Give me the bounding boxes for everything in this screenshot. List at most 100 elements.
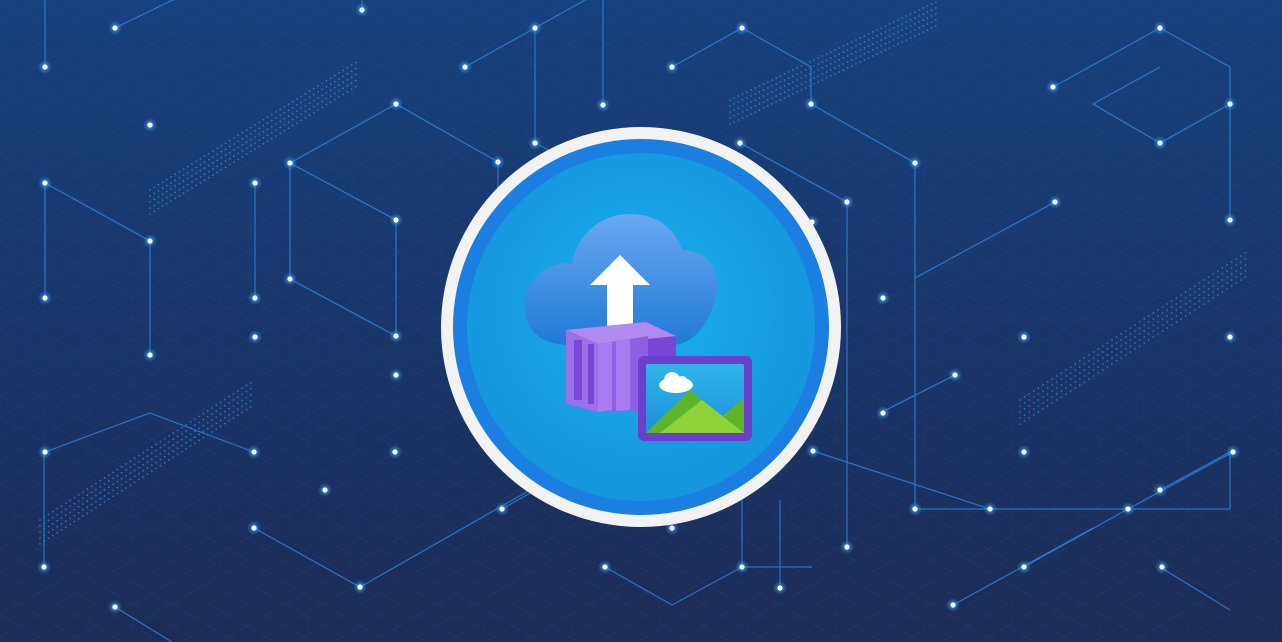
band-dot [69, 499, 71, 502]
band-dot [1037, 387, 1040, 389]
band-dot [1216, 282, 1219, 284]
band-dot [262, 118, 265, 121]
band-dot [279, 126, 282, 129]
band-dot [312, 87, 315, 90]
band-dot [73, 520, 76, 523]
band-dot [39, 543, 41, 545]
grid-line [0, 438, 351, 642]
band-dot [215, 428, 218, 431]
grid-line [0, 153, 845, 642]
band-dot [741, 117, 744, 119]
band-dot [1170, 318, 1173, 320]
band-dot [779, 93, 782, 95]
band-dot [354, 73, 357, 76]
band-dot [270, 113, 273, 116]
grid-line [903, 422, 1282, 642]
band-dot [1046, 381, 1049, 383]
band-dot [846, 49, 849, 51]
band-dot [750, 107, 752, 109]
band-dot [300, 95, 303, 98]
band-dot [107, 498, 110, 501]
band-dot [161, 205, 164, 208]
band-dot [850, 41, 853, 43]
band-dot [287, 127, 290, 130]
band-dot [153, 186, 156, 189]
band-dot [1097, 354, 1100, 356]
band-dot [754, 93, 757, 95]
band-dot [224, 398, 226, 401]
grid-line [0, 285, 617, 642]
band-dot [1184, 309, 1187, 311]
band-dot [241, 405, 244, 408]
band-dot [825, 65, 828, 67]
band-dot [228, 157, 231, 160]
band-dot [185, 441, 188, 444]
band-dot [1106, 354, 1109, 356]
band-dot [193, 424, 196, 427]
band-dot [1055, 399, 1058, 401]
band-dot [216, 159, 219, 162]
band-dot [219, 413, 222, 416]
band-dot [155, 461, 158, 464]
band-dot [1106, 360, 1109, 362]
band-dot [236, 414, 239, 417]
band-dot [228, 419, 231, 422]
band-dot [1212, 279, 1215, 281]
band-dot [913, 11, 916, 13]
band-dot [834, 67, 836, 69]
circuit-node [844, 199, 850, 205]
band-dot [863, 41, 866, 43]
band-dot [215, 404, 218, 407]
band-dot [120, 471, 123, 474]
band-dot [216, 165, 219, 168]
band-dot [1111, 351, 1113, 353]
circuit-node [393, 101, 399, 107]
band-dot [762, 101, 765, 103]
band-dot [859, 61, 862, 63]
band-dot [275, 123, 277, 125]
band-dot [834, 55, 836, 57]
band-dot [930, 15, 933, 17]
band-dot [733, 121, 736, 123]
band-dot [86, 506, 89, 509]
band-dot [884, 31, 887, 33]
band-dot [157, 195, 160, 198]
band-dot [1134, 336, 1136, 338]
grid-line [865, 400, 1282, 642]
band-dot [1166, 321, 1169, 323]
band-dot [918, 27, 920, 29]
band-dot [338, 90, 340, 92]
band-dot [219, 407, 222, 410]
circuit-node [42, 64, 48, 70]
band-dot [846, 55, 849, 57]
band-dot [1180, 300, 1182, 302]
band-dot [195, 166, 198, 169]
band-dot [165, 184, 168, 187]
band-dot [1189, 288, 1192, 290]
band-dot [168, 435, 170, 437]
band-dot [212, 156, 214, 158]
band-dot [39, 531, 41, 533]
band-dot [1055, 381, 1058, 383]
band-dot [846, 67, 849, 69]
band-dot [766, 81, 769, 83]
band-dot [1101, 345, 1104, 347]
band-dot [90, 497, 93, 500]
upload-arrow-icon [590, 255, 650, 330]
circuit-node [495, 159, 501, 165]
band-dot [918, 15, 920, 17]
band-dot [300, 101, 303, 104]
band-dot [333, 92, 336, 95]
band-dot [897, 43, 899, 45]
band-dot [1106, 348, 1109, 350]
band-dot [207, 158, 210, 161]
band-dot [729, 105, 731, 107]
grid-line [0, 0, 913, 528]
band-dot [1244, 258, 1247, 260]
grid-line [0, 0, 495, 286]
circuit-node [392, 449, 398, 455]
band-dot [834, 73, 836, 75]
band-dot [193, 442, 196, 445]
band-dot [216, 171, 219, 174]
band-dot [346, 84, 349, 87]
